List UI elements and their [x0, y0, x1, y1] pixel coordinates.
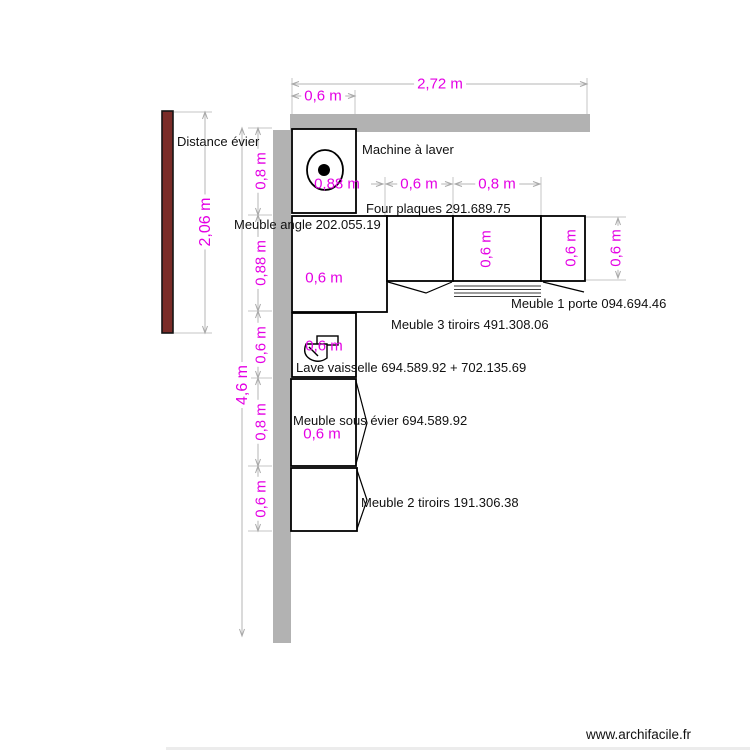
- dim-seg-sous-evier[interactable]: 0,8 m: [253, 400, 270, 444]
- door-swing-marks: [355, 281, 585, 530]
- dim-top-total[interactable]: 2,72 m: [414, 76, 466, 92]
- label-distance-evier[interactable]: Distance évier: [177, 134, 260, 149]
- dim-left-distance-evier[interactable]: 2,06 m: [197, 194, 214, 250]
- label-lave-vaisselle[interactable]: Lave vaisselle 694.589.92 + 702.135.69: [296, 360, 527, 375]
- dim-inner-angle[interactable]: 0,6 m: [302, 270, 346, 286]
- wall-left[interactable]: [273, 130, 291, 643]
- red-element[interactable]: [161, 110, 174, 334]
- dim-width-angle[interactable]: 0,88 m: [314, 175, 360, 193]
- dim-seg-washer[interactable]: 0,8 m: [253, 149, 270, 193]
- dim-seg-tiroirs2[interactable]: 0,6 m: [253, 477, 270, 521]
- dim-width-tiroirs3[interactable]: 0,8 m: [475, 176, 519, 192]
- label-meuble-angle[interactable]: Meuble angle 202.055.19: [234, 217, 381, 232]
- dim-seg-angle[interactable]: 0,88 m: [253, 237, 270, 289]
- site-credit: www.archifacile.fr: [586, 727, 692, 742]
- drawer3-cabinet-box[interactable]: [452, 215, 542, 282]
- drawer-lines: [454, 285, 541, 298]
- faucet-icon: [303, 335, 339, 362]
- dim-inner-sous-evier[interactable]: 0,6 m: [300, 426, 344, 442]
- dim-depth-row[interactable]: 0,6 m: [608, 226, 625, 270]
- label-four-plaques[interactable]: Four plaques 291.689.75: [366, 201, 511, 216]
- drawer2-cabinet-box[interactable]: [290, 467, 358, 532]
- bottom-strip: [166, 747, 750, 750]
- label-meuble-sous-evier[interactable]: Meuble sous évier 694.589.92: [293, 413, 468, 428]
- oven-cooktop-box[interactable]: [386, 215, 454, 282]
- label-meuble-1-porte[interactable]: Meuble 1 porte 094.694.46: [511, 296, 667, 311]
- dim-left-total[interactable]: 4,6 m: [234, 361, 251, 409]
- dim-top-washer[interactable]: 0,6 m: [301, 88, 345, 104]
- dim-inner-lave-vaisselle[interactable]: 0,6 m: [305, 337, 343, 355]
- washing-machine-drum-center: [318, 164, 330, 176]
- label-machine-a-laver[interactable]: Machine à laver: [362, 142, 454, 157]
- label-meuble-2-tiroirs[interactable]: Meuble 2 tiroirs 191.306.38: [361, 495, 519, 510]
- dim-depth-porte1[interactable]: 0,6 m: [563, 226, 580, 270]
- dim-seg-lave-vaisselle[interactable]: 0,6 m: [253, 323, 270, 367]
- wall-top[interactable]: [290, 114, 590, 132]
- dim-depth-tiroirs3[interactable]: 0,6 m: [478, 227, 495, 271]
- sink-cabinet-box[interactable]: [290, 378, 357, 467]
- dim-width-plaques[interactable]: 0,6 m: [397, 176, 441, 192]
- label-meuble-3-tiroirs[interactable]: Meuble 3 tiroirs 491.308.06: [391, 317, 549, 332]
